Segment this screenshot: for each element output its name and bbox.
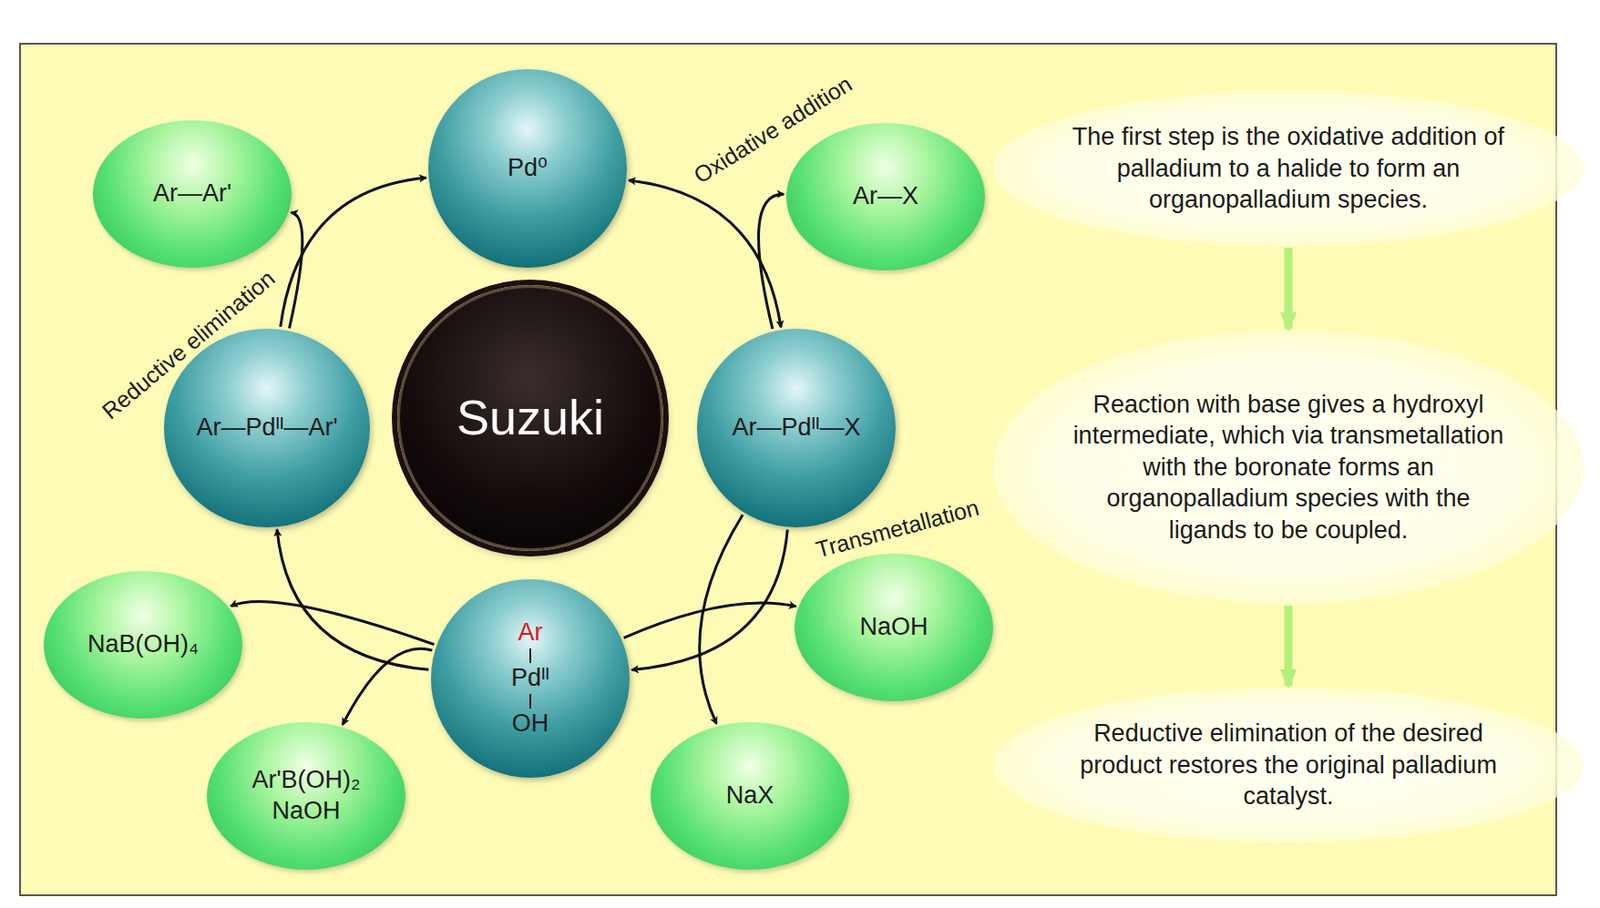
node-text: Suzuki [456,387,605,450]
bond-line [529,694,532,709]
note-oval: Reaction with base gives a hydroxyl inte… [993,330,1584,605]
reagent-oval: Ar—X [786,123,985,271]
node-text: Ar—Pdᴵᴵ—Ar' [195,412,338,444]
reagent-oval: NaB(OH)₄ [43,571,243,719]
node-text: NaOH [271,796,340,828]
title-circle: Suzuki [397,285,664,552]
note-oval: The first step is the oxidative addition… [993,91,1584,247]
reagent-oval: Ar—Ar' [92,120,292,268]
reagent-oval: Ar'B(OH)₂NaOH [206,722,406,871]
node-text: Reductive elimination of the desired pro… [1069,717,1508,813]
step-arrow [1284,605,1293,687]
cycle-arrow [624,603,797,638]
node-text: Ar—X [852,181,919,213]
node-text: Pd⁰ [507,153,548,185]
catalyst-sphere: ArPdᴵᴵOH [430,579,630,779]
note-oval: Reductive elimination of the desired pro… [993,687,1584,843]
step-arrow [1284,247,1293,329]
cycle-arrow [699,514,743,724]
node-text: OH [512,708,550,740]
frame-rect [20,43,1557,896]
node-text: NaOH [859,612,928,644]
cycle-arrow [231,601,435,645]
node-text: Pdᴵᴵ [511,663,550,695]
cycle-arrow [758,194,785,329]
node-text: NaB(OH)₄ [87,629,199,661]
cycle-arrow [632,530,789,671]
cycle-arrow [342,648,432,725]
node-text: NaX [726,780,775,812]
cycle-arrow [276,529,429,670]
node-text: Reaction with base gives a hydroxyl inte… [1069,389,1508,547]
catalyst-sphere: Ar—Pdᴵᴵ—X [697,328,896,528]
node-text: Ar—Ar' [153,178,232,210]
reagent-oval: NaX [650,722,850,871]
node-text: The first step is the oxidative addition… [1069,121,1508,216]
node-text: Ar [518,617,544,649]
catalyst-sphere: Pd⁰ [428,69,627,268]
reagent-oval: NaOH [794,553,994,702]
node-text: Ar'B(OH)₂ [251,765,360,797]
cycle-arrow [289,212,303,329]
bond-line [529,648,532,664]
node-text: Ar—Pdᴵᴵ—X [731,412,861,444]
catalyst-sphere: Ar—Pdᴵᴵ—Ar' [164,328,370,528]
